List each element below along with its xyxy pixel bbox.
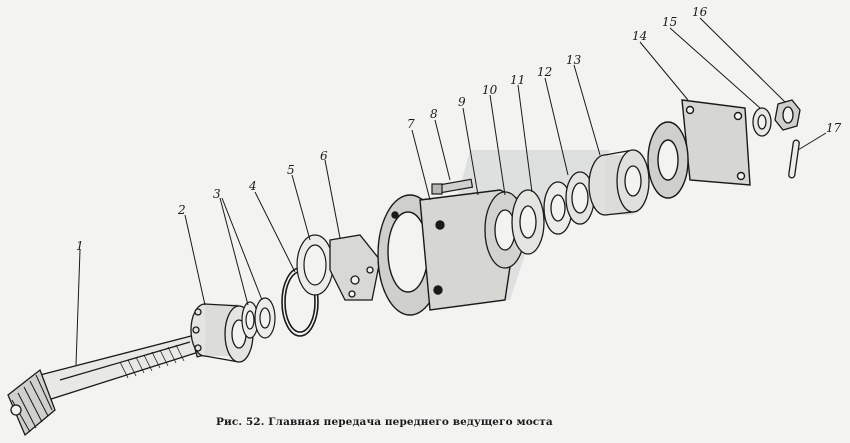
part-5-adjusting-shims bbox=[296, 234, 334, 296]
label-15: 15 bbox=[662, 15, 677, 29]
label-5: 5 bbox=[287, 163, 295, 177]
part-15-washer bbox=[752, 107, 772, 137]
part-16-castle-nut bbox=[774, 99, 801, 131]
label-2: 2 bbox=[177, 203, 186, 217]
part-10-bearing bbox=[511, 189, 545, 255]
label-4: 4 bbox=[248, 179, 257, 193]
label-12: 12 bbox=[537, 65, 552, 79]
label-13: 13 bbox=[566, 53, 582, 67]
label-3: 3 bbox=[213, 187, 221, 201]
label-8: 8 bbox=[430, 107, 438, 121]
label-16: 16 bbox=[692, 5, 708, 19]
part-11-roller-cage bbox=[543, 181, 573, 235]
leader-lines bbox=[75, 17, 827, 366]
label-6: 6 bbox=[320, 149, 328, 163]
label-9: 9 bbox=[458, 95, 466, 109]
label-11: 11 bbox=[510, 73, 525, 87]
part-17-cotter-pin bbox=[788, 139, 800, 179]
figure-caption: Рис. 52. Главная передача переднего веду… bbox=[216, 416, 553, 428]
part-3-shims bbox=[241, 297, 276, 339]
part-14-flange bbox=[647, 99, 751, 199]
part-1-drive-pinion-shaft bbox=[7, 334, 223, 437]
label-10: 10 bbox=[482, 83, 498, 97]
part-13-bearing bbox=[588, 149, 650, 216]
label-7: 7 bbox=[407, 117, 415, 131]
part-6-gasket bbox=[329, 234, 381, 301]
part-number-labels: 1 2 3 4 5 6 7 8 9 10 11 12 13 14 15 16 1… bbox=[76, 5, 842, 253]
part-8-bolt bbox=[431, 178, 474, 195]
label-14: 14 bbox=[632, 29, 647, 43]
label-17: 17 bbox=[826, 121, 842, 135]
label-1: 1 bbox=[76, 239, 84, 253]
